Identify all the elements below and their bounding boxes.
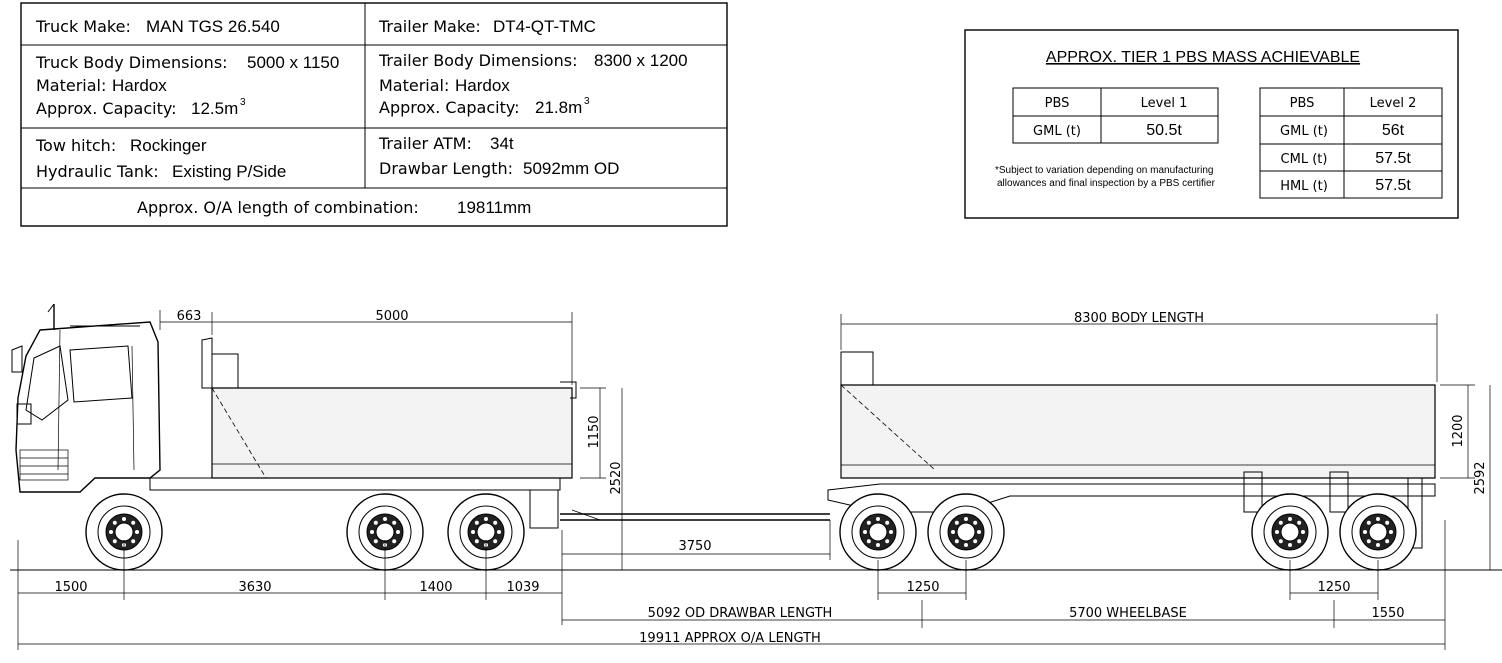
dim-truck-body-height: 1150 <box>587 415 602 448</box>
truck-make-value: MAN TGS 26.540 <box>146 17 280 36</box>
level2-gml-label: GML (t) <box>1280 124 1328 139</box>
hydraulic-tank-label: Hydraulic Tank: <box>36 162 159 181</box>
oa-length-value: 19811mm <box>457 198 531 217</box>
trailer-capacity-label: Approx. Capacity: <box>379 98 520 117</box>
truck-make-label: Truck Make: <box>35 17 131 36</box>
wheel <box>85 493 163 571</box>
truck-capacity-value: 12.5m <box>191 99 238 118</box>
spec-table: Truck Make: MAN TGS 26.540 Trailer Make:… <box>20 2 728 227</box>
drawbar-length-label: Drawbar Length: <box>379 159 513 178</box>
pbs-title: APPROX. TIER 1 PBS MASS ACHIEVABLE <box>1046 49 1360 66</box>
truck-material-label: Material: <box>36 76 106 95</box>
dimension-annotations: 663 5000 8300 BODY LENGTH 1150 2520 1200… <box>17 309 1491 650</box>
truck-body-dim-label: Truck Body Dimensions: <box>35 53 228 72</box>
dim-overall-length: 19911 APPROX O/A LENGTH <box>639 631 821 646</box>
level2-hml-label: HML (t) <box>1280 179 1328 194</box>
pbs-level1-table: PBS Level 1 GML (t) 50.5t <box>1012 87 1219 144</box>
dim-cab-offset: 663 <box>177 309 202 324</box>
hydraulic-tank-value: Existing P/Side <box>172 162 286 181</box>
dim-drawbar-od: 5092 OD DRAWBAR LENGTH <box>648 606 833 621</box>
wheel <box>346 493 424 571</box>
trailer-body-dim-value: 8300 x 1200 <box>594 51 688 70</box>
trailer-capacity-value: 21.8m <box>535 98 582 117</box>
trailer-make-label: Trailer Make: <box>378 17 481 36</box>
level2-hml-value: 57.5t <box>1375 177 1411 194</box>
oa-length-label: Approx. O/A length of combination: <box>137 198 419 217</box>
trailer-illustration <box>827 351 1436 549</box>
trailer-body-dim-label: Trailer Body Dimensions: <box>378 51 577 70</box>
pbs-box: APPROX. TIER 1 PBS MASS ACHIEVABLE PBS L… <box>964 29 1459 219</box>
level2-cml-label: CML (t) <box>1281 152 1328 167</box>
wheel <box>839 493 917 571</box>
trailer-material-value: Hardox <box>455 76 510 95</box>
truck-material-value: Hardox <box>112 76 167 95</box>
truck-illustration <box>11 303 830 529</box>
dim-trailer-overall-height: 2592 <box>1473 461 1488 494</box>
pbs-note-line2: allowances and final inspection by a PBS… <box>997 178 1216 189</box>
dim-trailer-front-tandem: 1250 <box>906 580 939 595</box>
wheel <box>1251 493 1329 571</box>
dim-truck-tandem: 1400 <box>419 580 452 595</box>
dim-front-overhang: 1500 <box>54 580 87 595</box>
drawbar-length-value: 5092mm OD <box>523 159 619 178</box>
tow-hitch-label: Tow hitch: <box>35 136 116 155</box>
level1-gml-value: 50.5t <box>1146 122 1182 139</box>
trailer-make-value: DT4-QT-TMC <box>493 17 596 36</box>
pbs-level2-table: PBS Level 2 GML (t) 56t CML (t) 57.5t HM… <box>1259 87 1443 199</box>
level2-header-level: Level 2 <box>1370 96 1417 111</box>
dim-truck-body-length: 5000 <box>375 309 408 324</box>
dim-trailer-body-height: 1200 <box>1451 414 1466 447</box>
level2-header-pbs: PBS <box>1290 96 1315 111</box>
dim-trailer-wheelbase: 5700 WHEELBASE <box>1069 606 1187 621</box>
dim-trailer-rear-overhang: 1550 <box>1371 606 1404 621</box>
level2-cml-value: 57.5t <box>1375 150 1411 167</box>
level2-gml-value: 56t <box>1382 122 1405 139</box>
wheel <box>447 493 525 571</box>
trailer-atm-label: Trailer ATM: <box>378 134 472 153</box>
dim-truck-rear-overhang: 1039 <box>506 580 539 595</box>
truck-capacity-sup: 3 <box>240 97 246 108</box>
dim-drawbar-gap: 3750 <box>678 539 711 554</box>
truck-body-dim-value: 5000 x 1150 <box>247 53 339 72</box>
wheel <box>927 493 1005 571</box>
wheels <box>85 493 1417 571</box>
level1-gml-label: GML (t) <box>1033 124 1081 139</box>
trailer-capacity-sup: 3 <box>584 96 590 107</box>
level1-header-pbs: PBS <box>1045 96 1070 111</box>
trailer-material-label: Material: <box>379 76 449 95</box>
wheel <box>1339 493 1417 571</box>
level1-header-level: Level 1 <box>1141 96 1188 111</box>
dim-truck-overall-height: 2520 <box>609 461 624 494</box>
pbs-note-line1: *Subject to variation depending on manuf… <box>995 165 1213 176</box>
dim-trailer-body-length: 8300 BODY LENGTH <box>1074 311 1204 326</box>
tow-hitch-value: Rockinger <box>130 136 207 155</box>
dim-truck-wheelbase: 3630 <box>238 580 271 595</box>
dim-trailer-rear-tandem: 1250 <box>1317 580 1350 595</box>
truck-capacity-label: Approx. Capacity: <box>36 99 177 118</box>
trailer-atm-value: 34t <box>490 134 514 153</box>
